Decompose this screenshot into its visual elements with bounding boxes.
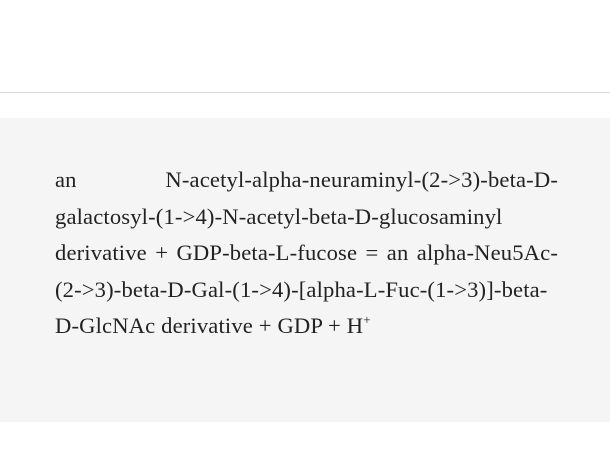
header-area: [0, 0, 610, 93]
reaction-equation-text: an N-acetyl-alpha-neuraminyl-(2->3)-beta…: [55, 167, 558, 339]
reaction-card: an N-acetyl-alpha-neuraminyl-(2->3)-beta…: [0, 118, 610, 422]
proton-charge: +: [363, 311, 371, 327]
reaction-equation: an N-acetyl-alpha-neuraminyl-(2->3)-beta…: [55, 162, 558, 345]
